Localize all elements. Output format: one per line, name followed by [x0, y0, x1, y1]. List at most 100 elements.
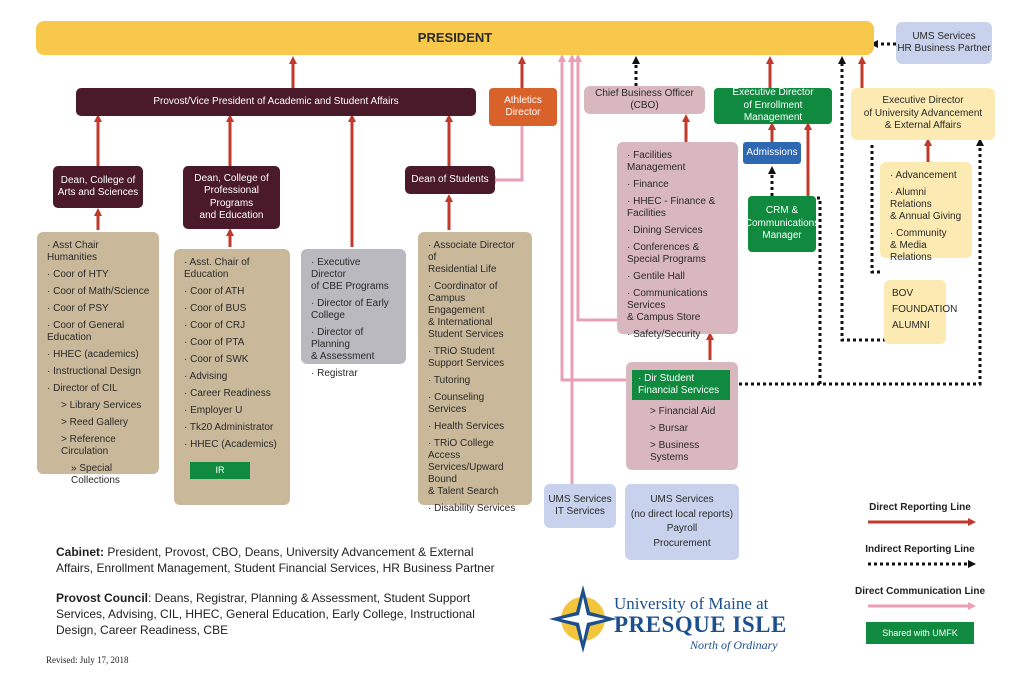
facilities-item: · HHEC - Finance & Facilities [627, 196, 716, 219]
enrollment-box: Executive Director of Enrollment Managem… [714, 87, 832, 124]
cbe-item: · Registrar [311, 368, 358, 379]
cbe-item: · Director of Early College [311, 298, 389, 321]
legend-communication-label: Direct Communication Line [854, 586, 985, 597]
bov-label: BOV FOUNDATION ALUMNI [892, 288, 958, 331]
advancement-box: Executive Director of University Advance… [851, 88, 995, 140]
direct-reporting-lines [94, 56, 932, 360]
facilities-list-box: · Facilities Management · Finance · HHEC… [617, 142, 738, 340]
students-list-box: · Associate Director of Residential Life… [418, 232, 532, 514]
arts-item: · HHEC (academics) [47, 349, 139, 360]
students-item: · Disability Services [428, 503, 516, 514]
prof-item: · Coor of ATH [184, 286, 245, 297]
athletics-box: Athletics Director [489, 88, 557, 126]
legend-shared-umfk: Shared with UMFK [866, 622, 974, 644]
admissions-label: Admissions [746, 146, 798, 158]
arts-item: · Instructional Design [47, 366, 141, 377]
ums-payroll-label: UMS Services (no direct local reports) P… [630, 494, 734, 549]
prof-item: · Tk20 Administrator [184, 422, 274, 433]
dean-prof-label: Dean, College of Professional Programs a… [194, 172, 269, 222]
cabinet-text: President, Provost, CBO, Deans, Universi… [56, 545, 495, 576]
ums-hr-label: UMS Services HR Business Partner [897, 30, 991, 55]
legend-direct-label: Direct Reporting Line [869, 502, 971, 513]
ums-it-label: UMS Services IT Services [548, 493, 612, 518]
facilities-item: · Safety/Security [627, 329, 701, 340]
students-item: · Counseling Services [428, 392, 485, 415]
advancement-label: Executive Director of University Advance… [863, 95, 983, 132]
ums-payroll-box: UMS Services (no direct local reports) P… [625, 484, 739, 560]
finaid-item: > Bursar [650, 423, 689, 434]
president-box: PRESIDENT [36, 21, 874, 55]
revised-date: Revised: July 17, 2018 [46, 655, 129, 665]
arts-item: · Coor of Math/Science [47, 286, 150, 297]
prof-list-box: · Asst. Chair of Education · Coor of ATH… [174, 249, 290, 505]
dir-student-financial-services: · Dir Student Financial Services [632, 370, 730, 400]
prof-item: · Coor of SWK [184, 354, 249, 365]
facilities-item: · Facilities Management [627, 150, 686, 173]
arts-subitem: > Reed Gallery [61, 417, 128, 428]
cbe-list-box: · Executive Director of CBE Programs · D… [301, 249, 406, 379]
dean-students-label: Dean of Students [411, 173, 489, 185]
dean-arts-box: Dean, College of Arts and Sciences [53, 166, 143, 208]
students-item: · Coordinator of Campus Engagement & Int… [428, 281, 504, 340]
provost-council-note: Provost Council: Deans, Registrar, Plann… [56, 590, 496, 639]
cabinet-label: Cabinet: [56, 545, 104, 559]
advancement-item: · Advancement [890, 170, 957, 181]
president-label: PRESIDENT [417, 29, 493, 45]
advancement-item: · Alumni Relations & Annual Giving [890, 187, 962, 222]
prof-item: · Career Readiness [184, 388, 271, 399]
cabinet-note: Cabinet: President, Provost, CBO, Deans,… [56, 544, 496, 576]
compass-star-icon [549, 585, 617, 653]
dean-prof-box: Dean, College of Professional Programs a… [183, 166, 280, 229]
crm-label: CRM & Communications Manager [744, 205, 820, 242]
bov-box: BOV FOUNDATION ALUMNI [884, 280, 957, 344]
athletics-label: Athletics Director [504, 94, 542, 119]
prof-item: · Coor of PTA [184, 337, 245, 348]
arts-list-box: · Asst Chair Humanities · Coor of HTY · … [37, 232, 159, 486]
dean-students-box: Dean of Students [405, 166, 495, 194]
provost-council-label: Provost Council [56, 591, 149, 605]
prof-item: · Employer U [184, 405, 243, 416]
prof-item: · HHEC (Academics) [184, 439, 277, 450]
cbe-item: · Director of Planning & Assessment [311, 327, 375, 362]
cbe-item: · Executive Director of CBE Programs [311, 257, 389, 292]
students-item: · Associate Director of Residential Life [428, 240, 515, 275]
arts-subsubitem: » Special Collections [71, 463, 120, 486]
students-item: · TRiO Student Support Services [428, 346, 505, 369]
arts-subitem: > Library Services [61, 400, 142, 411]
logo-university-line: University of Maine at [614, 594, 769, 613]
prof-item: · Coor of BUS [184, 303, 247, 314]
communication-lines [488, 54, 628, 484]
legend-indirect-label: Indirect Reporting Line [865, 544, 975, 555]
provost-box: Provost/Vice President of Academic and S… [76, 88, 476, 116]
enrollment-label: Executive Director of Enrollment Managem… [732, 87, 814, 124]
facilities-item: · Gentile Hall [627, 271, 685, 282]
ums-it-box: UMS Services IT Services [544, 484, 616, 528]
facilities-item: · Dining Services [627, 225, 703, 236]
arts-item: · Coor of General Education [47, 320, 125, 343]
arts-subitem: > Reference Circulation [61, 434, 116, 457]
provost-council-text: : Deans, Registrar, Planning & Assessmen… [56, 591, 475, 638]
crm-box: CRM & Communications Manager [744, 196, 820, 252]
finaid-item: > Business Systems [650, 440, 700, 463]
advancement-item: · Community & Media Relations [890, 228, 947, 263]
facilities-item: · Finance [627, 179, 669, 190]
prof-item: · Advising [184, 371, 228, 382]
ums-hr-box: UMS Services HR Business Partner [896, 22, 992, 64]
arts-item: · Coor of HTY [47, 269, 109, 280]
arts-item: · Director of CIL [47, 383, 118, 394]
logo-tagline: North of Ordinary [690, 638, 778, 652]
prof-item: · Coor of CRJ [184, 320, 246, 331]
students-item: · Tutoring [428, 375, 471, 386]
arts-item: · Coor of PSY [47, 303, 109, 314]
students-item: · Health Services [428, 421, 505, 432]
cbo-box: Chief Business Officer (CBO) [584, 86, 705, 114]
facilities-item: · Communications Services & Campus Store [627, 288, 708, 323]
students-item: · TRiO College Access Services/Upward Bo… [428, 438, 504, 497]
provost-label: Provost/Vice President of Academic and S… [153, 95, 399, 107]
arts-item: · Asst Chair Humanities [47, 240, 99, 263]
logo-presque-isle: PRESQUE ISLE [614, 612, 787, 637]
financial-services-box: · Dir Student Financial Services > Finan… [626, 362, 738, 470]
cbo-label: Chief Business Officer (CBO) [595, 87, 694, 112]
prof-item: · Asst. Chair of Education [184, 257, 250, 280]
